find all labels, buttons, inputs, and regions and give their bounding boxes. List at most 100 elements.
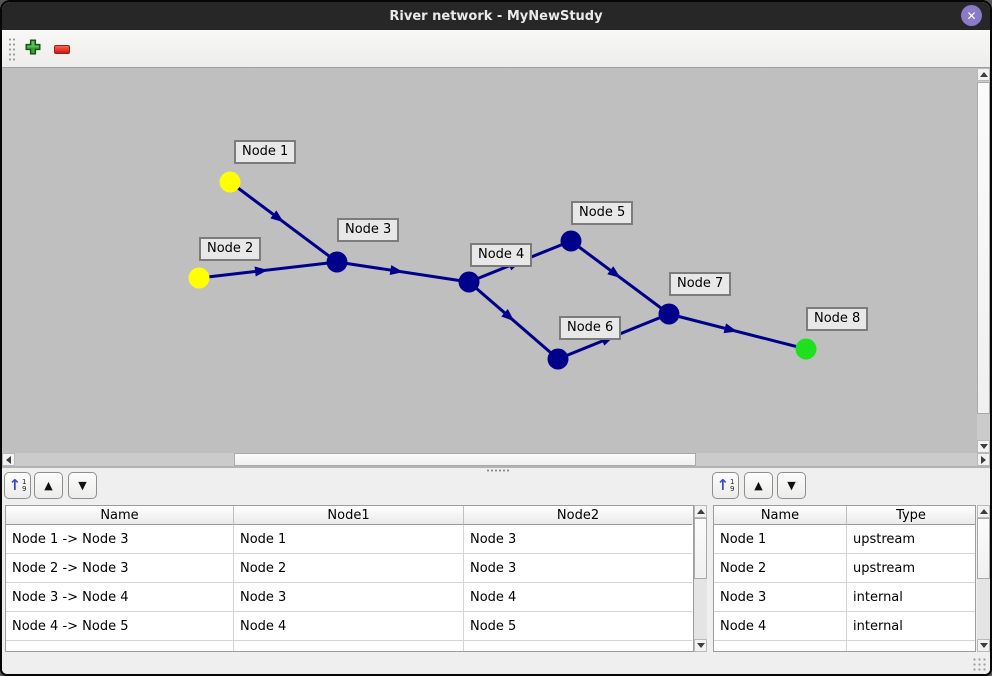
triangle-up-icon <box>979 509 988 514</box>
node-label: Node 8 <box>806 307 869 331</box>
toolbar-drag-handle[interactable] <box>8 37 17 61</box>
scroll-down-button[interactable] <box>977 440 990 453</box>
table-cell <box>847 641 975 651</box>
table-cell: Node 4 -> Node 5 <box>6 612 234 641</box>
table-cell: Node 4 <box>464 583 692 612</box>
triangle-up-icon: ▲ <box>44 479 53 492</box>
flow-arrow-icon <box>389 265 404 276</box>
column-header[interactable]: Node1 <box>234 506 464 525</box>
scroll-thumb[interactable] <box>234 453 696 466</box>
triangle-down-icon: ▼ <box>78 479 87 492</box>
flow-arrow-icon <box>723 323 738 334</box>
table-cell: Node 1 -> Node 3 <box>6 525 234 554</box>
links-move-up-button[interactable]: ▲ <box>34 472 63 499</box>
network-node[interactable] <box>658 303 680 325</box>
edge-line[interactable] <box>668 312 807 351</box>
network-node[interactable] <box>458 271 480 293</box>
node-label: Node 3 <box>337 218 400 242</box>
triangle-up-icon <box>696 509 705 514</box>
links-move-down-button[interactable]: ▼ <box>68 472 97 499</box>
resize-grip-icon[interactable] <box>972 657 986 671</box>
scroll-up-button[interactable] <box>977 505 990 518</box>
network-node[interactable] <box>219 171 241 193</box>
scroll-thumb[interactable] <box>977 82 990 414</box>
nodes-move-down-button[interactable]: ▼ <box>777 472 806 499</box>
network-node[interactable] <box>795 338 817 360</box>
column-header[interactable]: Node2 <box>464 506 692 525</box>
window-title: River network - MyNewStudy <box>389 8 603 24</box>
table-cell: internal <box>847 583 975 612</box>
panel-splitter[interactable] <box>2 466 990 473</box>
main-toolbar <box>2 30 990 68</box>
table-cell: upstream <box>847 525 975 554</box>
add-node-button[interactable] <box>21 37 45 61</box>
column-header[interactable]: Type <box>847 506 975 525</box>
scroll-down-button[interactable] <box>977 639 990 652</box>
network-node[interactable] <box>326 251 348 273</box>
table-cell: Node 3 <box>714 583 847 612</box>
triangle-down-icon: ▼ <box>787 479 796 492</box>
flow-arrow-icon <box>254 266 269 277</box>
table-cell: Node 2 <box>234 554 464 583</box>
network-node[interactable] <box>560 230 582 252</box>
column-header[interactable]: Name <box>714 506 847 525</box>
close-icon: ✕ <box>966 8 977 23</box>
table-cell: Node 5 <box>464 612 692 641</box>
node-label: Node 4 <box>470 243 533 267</box>
scroll-thumb[interactable] <box>977 518 990 579</box>
node-label: Node 1 <box>234 140 297 164</box>
triangle-up-icon <box>979 72 988 77</box>
flow-arrow-icon <box>501 308 515 322</box>
triangle-up-icon: ▲ <box>754 479 763 492</box>
close-button[interactable]: ✕ <box>961 5 982 26</box>
network-node[interactable] <box>188 267 210 289</box>
flow-arrow-icon <box>607 266 621 279</box>
scroll-left-button[interactable] <box>2 453 15 466</box>
nodes-move-up-button[interactable]: ▲ <box>744 472 773 499</box>
status-bar <box>2 652 990 674</box>
minus-icon <box>54 44 70 54</box>
table-cell: Node 3 <box>464 554 692 583</box>
scroll-down-button[interactable] <box>694 639 707 652</box>
table-cell <box>714 641 847 651</box>
table-cell: Node 4 <box>234 612 464 641</box>
remove-node-button[interactable] <box>50 37 74 61</box>
table-row[interactable] <box>6 641 693 651</box>
triangle-right-icon <box>981 455 986 464</box>
network-node[interactable] <box>547 348 569 370</box>
column-header[interactable]: Name <box>6 506 234 525</box>
table-cell <box>234 641 464 651</box>
table-row[interactable] <box>714 641 975 651</box>
scroll-up-button[interactable] <box>694 505 707 518</box>
triangle-down-icon <box>696 643 705 648</box>
node-label: Node 2 <box>199 237 262 261</box>
node-label: Node 6 <box>559 316 622 340</box>
triangle-down-icon <box>979 444 988 449</box>
triangle-down-icon <box>979 643 988 648</box>
flow-arrow-icon <box>270 210 284 223</box>
table-cell <box>464 641 692 651</box>
scroll-right-button[interactable] <box>977 453 990 466</box>
table-cell: Node 1 <box>234 525 464 554</box>
table-cell <box>6 641 234 651</box>
scroll-thumb[interactable] <box>694 518 707 579</box>
table-cell: Node 3 -> Node 4 <box>6 583 234 612</box>
scroll-up-button[interactable] <box>977 68 990 81</box>
title-bar[interactable]: River network - MyNewStudy ✕ <box>2 2 990 30</box>
